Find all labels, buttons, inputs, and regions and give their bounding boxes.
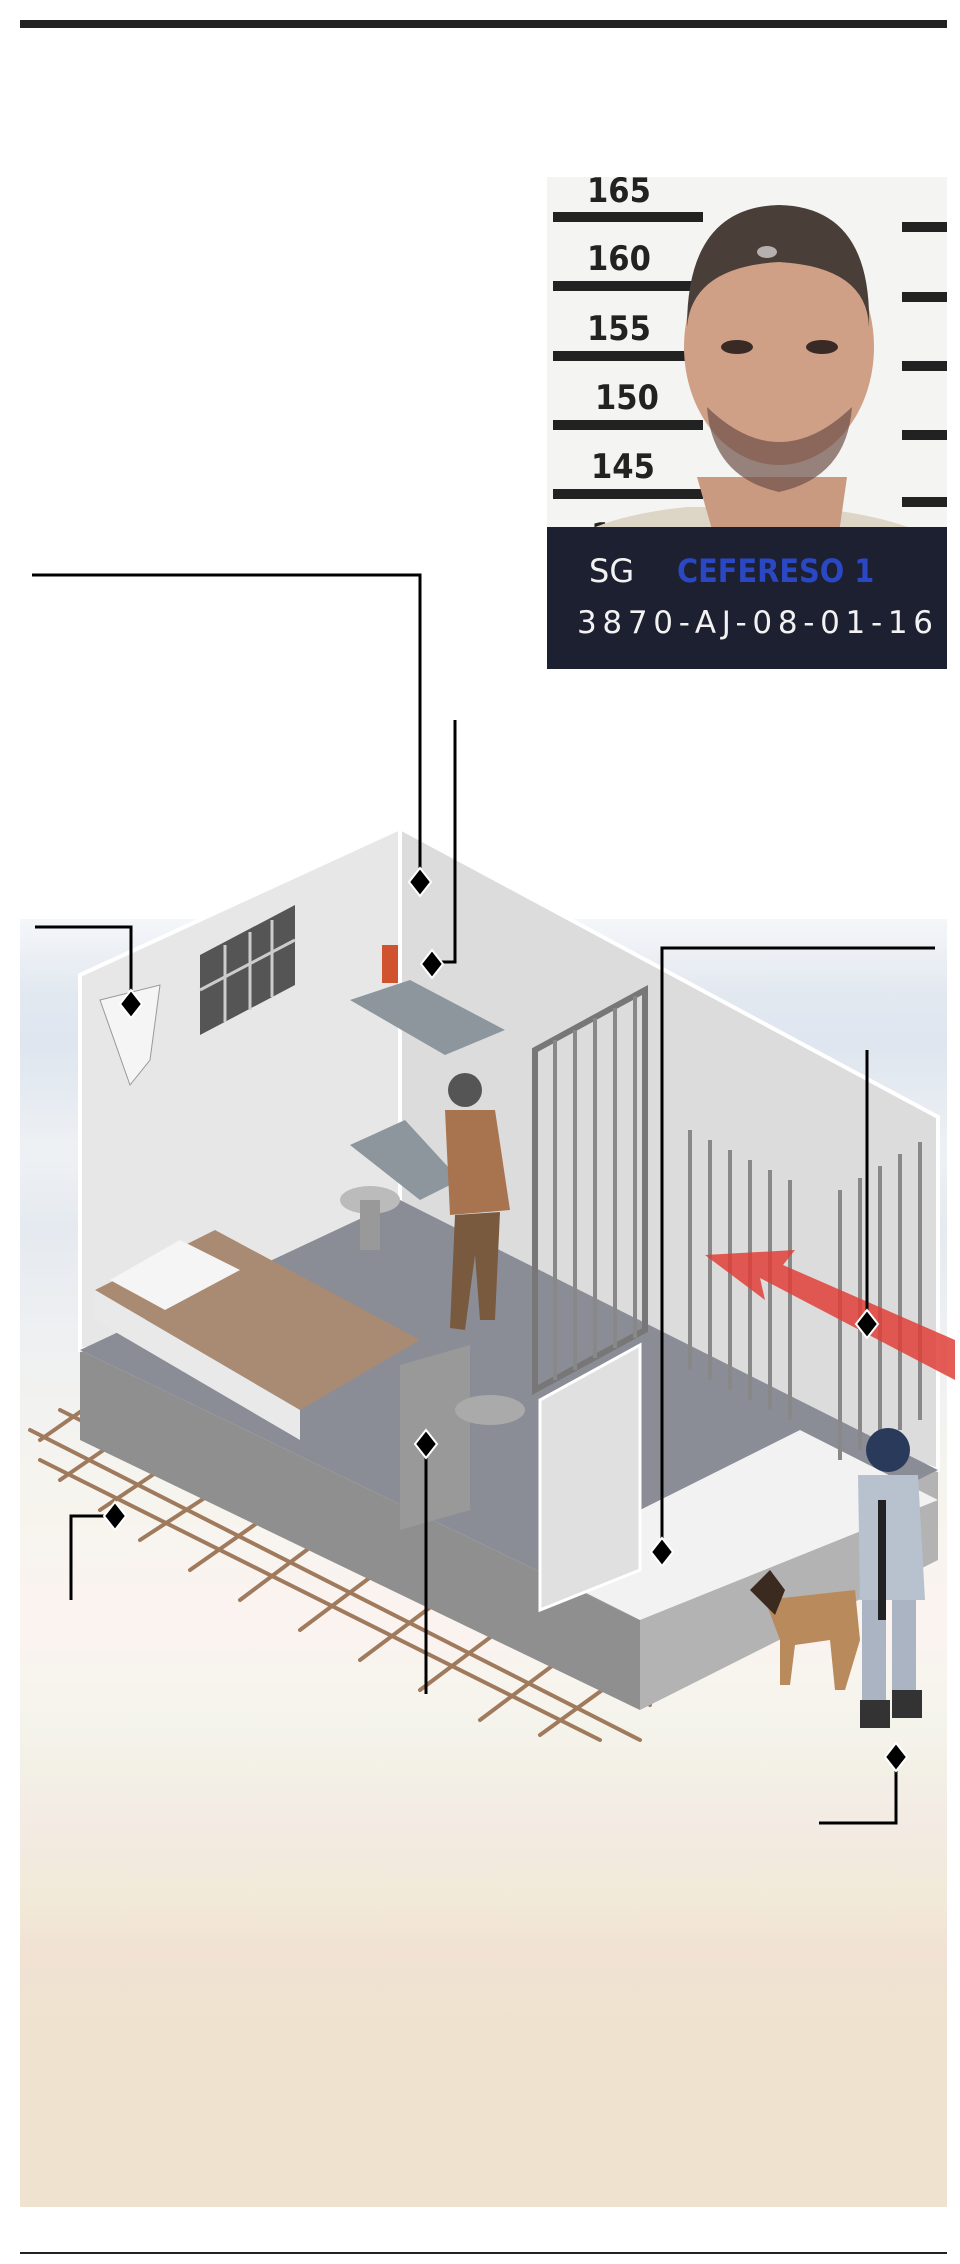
placard-prefix: SG <box>589 552 634 590</box>
partition-wall <box>400 1345 470 1530</box>
guard-figure <box>858 1428 925 1728</box>
height-mark: 165 <box>587 177 651 211</box>
height-mark: 150 <box>595 378 659 418</box>
book <box>382 945 398 983</box>
callout-diamond-icon <box>102 1500 128 1532</box>
callout-diamond-icon <box>407 866 433 898</box>
height-mark: 145 <box>591 447 655 487</box>
callout-markers <box>102 866 909 1773</box>
shower-floor <box>540 1430 938 1620</box>
bottom-rule <box>20 2252 947 2254</box>
dog-figure <box>750 1570 860 1690</box>
callout-diamond-icon <box>854 1308 880 1340</box>
placard-facility: CEFERESO 1 <box>677 552 874 590</box>
mugshot-photo: 165 160 155 150 145 140 SG CEFERESO 1 38… <box>547 177 947 669</box>
height-mark: 155 <box>587 309 651 349</box>
toilet <box>455 1395 525 1425</box>
placard: SG CEFERESO 1 3870-AJ-08-01-16 <box>547 527 947 669</box>
placard-id: 3870-AJ-08-01-16 <box>577 605 933 641</box>
callout-diamond-icon <box>649 1536 675 1568</box>
callout-diamond-icon <box>419 948 445 980</box>
callout-diamond-icon <box>413 1428 439 1460</box>
prisoner-figure <box>445 1073 510 1330</box>
escape-route-arrow <box>705 1250 955 1380</box>
slab-front <box>80 1350 640 1710</box>
pillow <box>110 1240 240 1310</box>
callout-diamond-icon <box>118 988 144 1020</box>
lower-shelf <box>350 1120 460 1200</box>
callout-lines <box>32 573 935 1825</box>
top-rule <box>20 20 947 28</box>
callout-diamond-icon <box>883 1741 909 1773</box>
upper-shelf <box>350 980 505 1055</box>
height-mark: 160 <box>587 239 651 279</box>
camera-mount <box>99 984 161 1087</box>
cell-bars <box>532 984 922 1613</box>
